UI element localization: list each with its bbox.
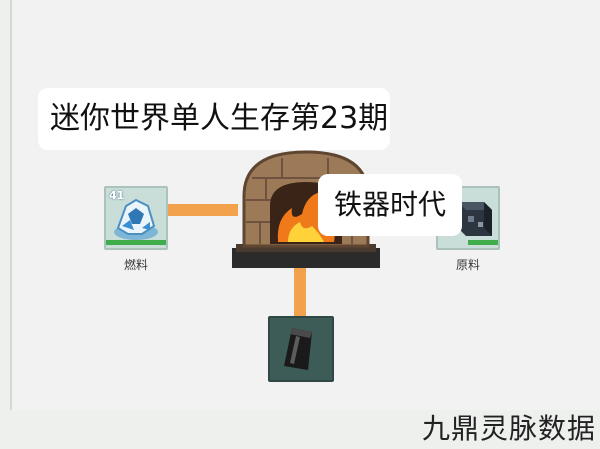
fuel-crystal-icon [114, 198, 158, 240]
video-title-caption: 迷你世界单人生存第23期 [38, 88, 390, 150]
iron-ingot-icon [284, 328, 312, 370]
raw-label: 原料 [455, 258, 480, 272]
fuel-label: 燃料 [123, 258, 148, 272]
output-connector [294, 266, 306, 320]
fuel-connector [166, 204, 238, 216]
raw-status-bar [468, 240, 498, 245]
fuel-slot[interactable]: 41 [104, 186, 168, 250]
era-caption: 铁器时代 [318, 174, 462, 236]
fuel-status-bar [106, 240, 166, 245]
output-slot[interactable] [268, 316, 334, 382]
watermark-text: 九鼎灵脉数据 [421, 412, 596, 445]
raw-ore-block-icon [458, 202, 492, 236]
fuel-count: 41 [109, 189, 125, 202]
